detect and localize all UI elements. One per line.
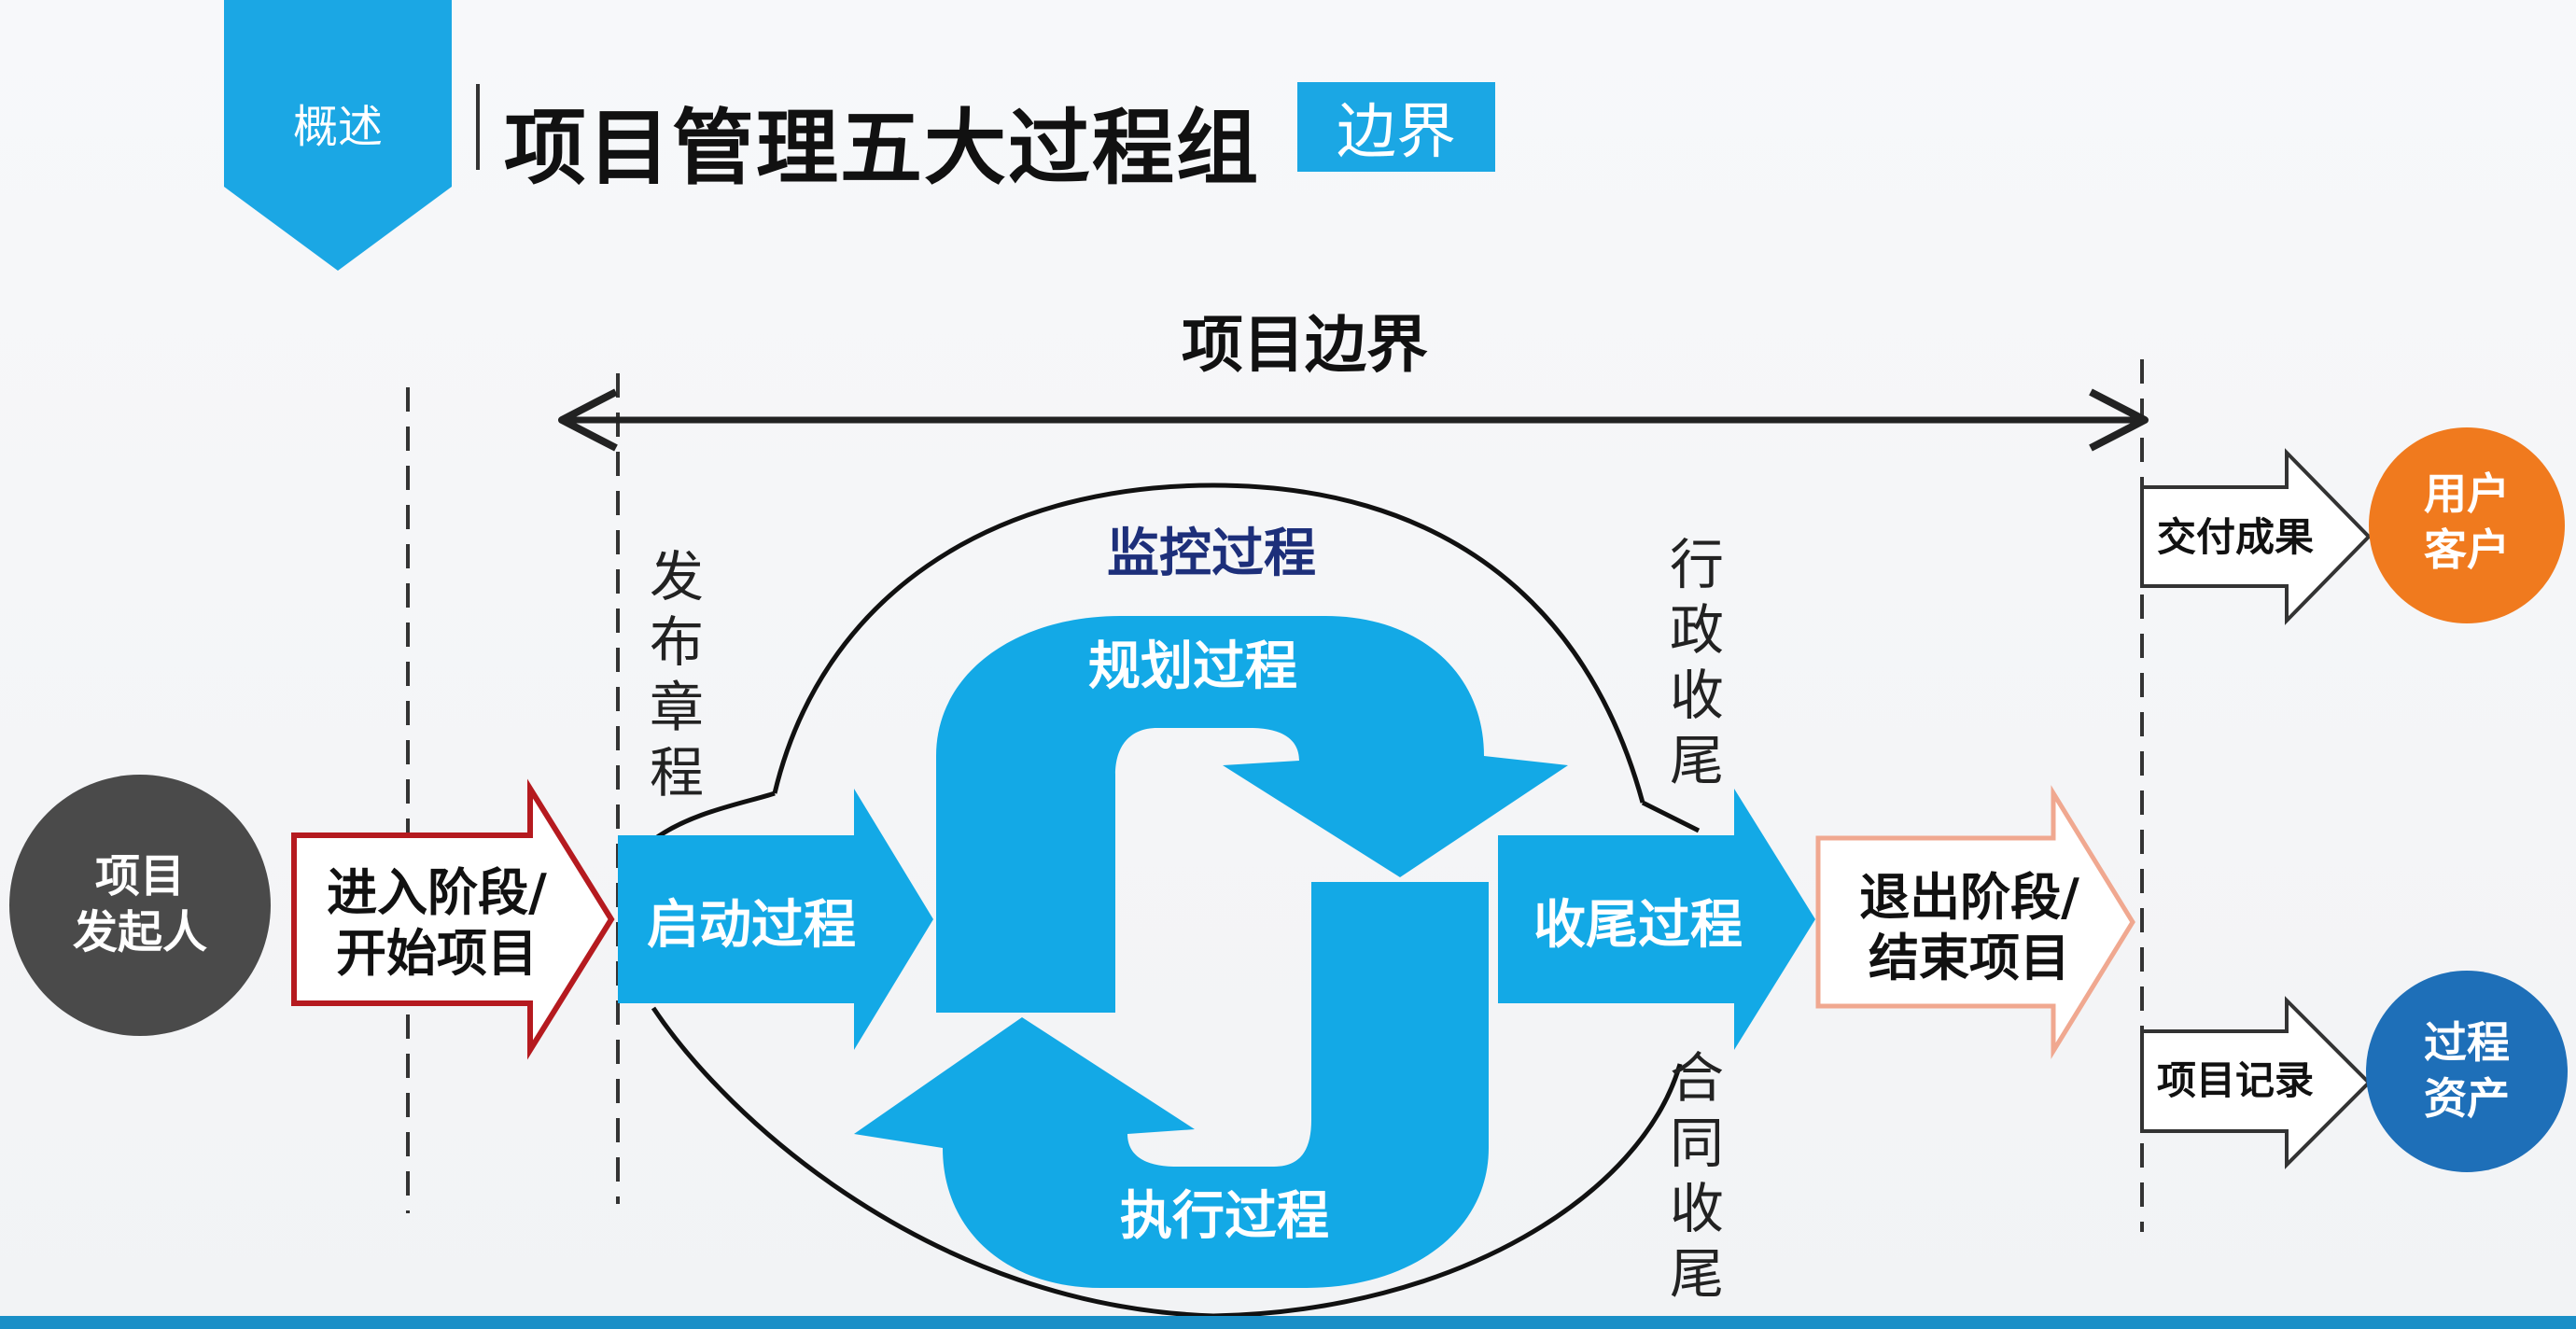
contract-close-char-1: 合 <box>1670 1046 1724 1110</box>
planning-arc <box>936 616 1568 1013</box>
executing-arc <box>854 882 1489 1288</box>
sponsor-circle <box>9 775 271 1036</box>
sponsor-line-1: 项目 <box>95 850 185 902</box>
boundary-label: 项目边界 <box>1182 309 1428 381</box>
sponsor-line-2: 发起人 <box>73 906 207 958</box>
contract-close-char-4: 尾 <box>1670 1242 1724 1306</box>
monitoring-ring-bottom <box>651 1006 1683 1319</box>
admin-close-char-1: 行 <box>1670 533 1724 596</box>
charter-char-2: 布 <box>650 610 704 674</box>
initiating-label: 启动过程 <box>647 895 856 956</box>
executing-label: 执行过程 <box>1120 1186 1329 1247</box>
contract-close-char-3: 收 <box>1670 1177 1724 1240</box>
title-tag: 边界 <box>1297 82 1495 172</box>
footer-bar <box>0 1316 2576 1329</box>
closing-label: 收尾过程 <box>1533 895 1743 956</box>
deliver-label: 交付成果 <box>2157 514 2314 560</box>
assets-line-1: 过程 <box>2424 1017 2510 1068</box>
admin-close-char-3: 收 <box>1670 664 1724 727</box>
initiating-arrow <box>618 789 933 1050</box>
monitoring-ring <box>772 483 1645 804</box>
enter-phase-line-2: 开始项目 <box>336 924 538 983</box>
records-label: 项目记录 <box>2157 1057 2314 1103</box>
assets-line-2: 资产 <box>2424 1073 2510 1124</box>
customer-line-2: 客户 <box>2424 525 2510 575</box>
charter-char-3: 章 <box>650 676 704 739</box>
overview-badge: 概述 <box>224 0 452 271</box>
page-title: 项目管理五大过程组 <box>504 100 1261 196</box>
exit-phase-line-1: 退出阶段/ <box>1859 868 2079 927</box>
enter-phase-arrow <box>291 778 615 1060</box>
planning-label: 规划过程 <box>1088 637 1297 697</box>
overview-badge-label: 概述 <box>292 101 383 153</box>
customer-line-1: 用户 <box>2424 469 2510 519</box>
charter-char-4: 程 <box>650 741 704 804</box>
admin-close-char-2: 政 <box>1670 598 1724 662</box>
contract-close-char-2: 同 <box>1670 1112 1724 1175</box>
exit-phase-line-2: 结束项目 <box>1869 929 2070 987</box>
boundary-arrow-right-head <box>2089 388 2149 452</box>
records-arrow <box>2140 996 2372 1169</box>
deliver-arrow <box>2140 448 2372 625</box>
monitoring-label: 监控过程 <box>1107 524 1316 584</box>
title-divider <box>476 84 480 170</box>
boundary-arrow-left-head <box>558 388 618 452</box>
enter-phase-line-1: 进入阶段/ <box>327 863 547 922</box>
assets-circle <box>2366 971 2568 1172</box>
admin-close-char-4: 尾 <box>1670 729 1724 792</box>
customer-circle <box>2369 427 2565 623</box>
exit-phase-arrow <box>1815 785 2135 1059</box>
closing-arrow <box>1498 789 1815 1050</box>
charter-char-1: 发 <box>650 545 704 609</box>
